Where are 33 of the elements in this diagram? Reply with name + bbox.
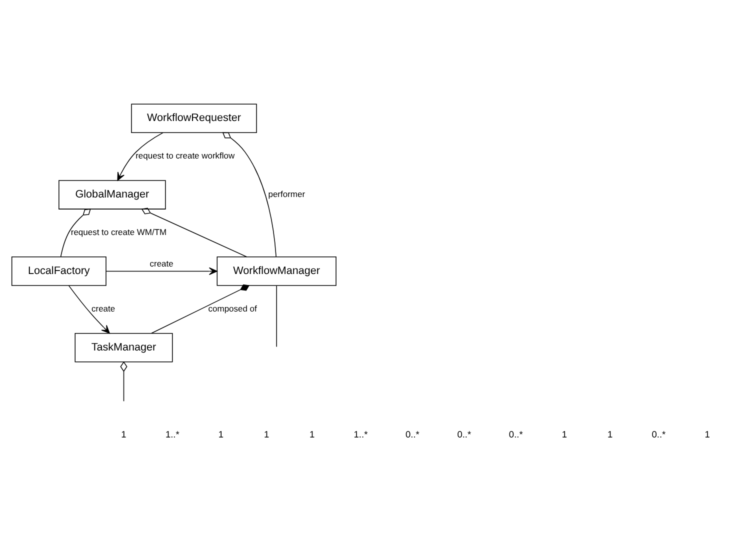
node-box: LocalFactory: [11, 256, 106, 286]
node-box: GlobalManager: [58, 180, 166, 210]
edge-label: composed of: [208, 304, 257, 314]
connector: [276, 285, 277, 348]
label: 1: [562, 429, 568, 440]
arrow: [106, 267, 218, 276]
connector: [141, 208, 248, 258]
edge-label: request to create WM/TM: [70, 227, 167, 238]
label: 1: [704, 429, 710, 440]
label: 1: [264, 429, 270, 440]
edge-label: request to create workflow: [136, 150, 235, 161]
label: 1: [218, 429, 224, 440]
label: 0..*: [652, 429, 666, 440]
label: 1: [607, 429, 613, 440]
arrow: [68, 285, 110, 334]
label: 1..*: [165, 429, 180, 440]
connector: [60, 208, 91, 258]
connector: [151, 284, 250, 334]
connector: [222, 132, 276, 258]
node-box: WorkflowManager: [216, 256, 336, 286]
arrow: [117, 132, 164, 181]
edge-label: performer: [268, 188, 306, 199]
node-box: WorkflowRequester: [131, 104, 257, 134]
label: 0..*: [508, 429, 523, 440]
edge-label: create: [150, 258, 174, 268]
label: 0..*: [406, 429, 420, 440]
label: 0..*: [457, 429, 472, 440]
label: 1: [310, 429, 315, 440]
connector: [123, 370, 124, 402]
node-box: TaskManager: [74, 332, 173, 362]
label: 1: [121, 429, 126, 440]
label: 1..*: [354, 429, 368, 440]
edge-label: create: [92, 304, 116, 314]
